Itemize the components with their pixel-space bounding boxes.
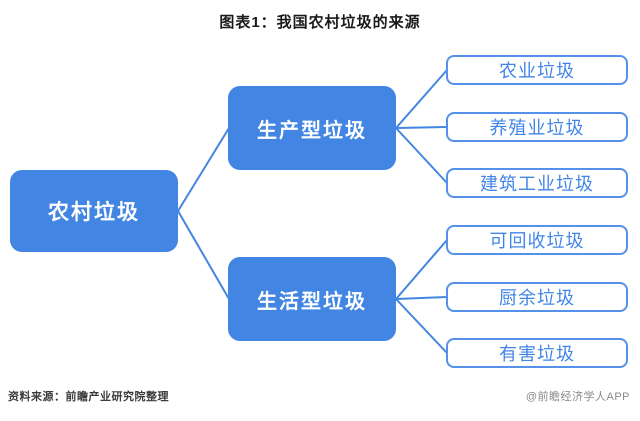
connector-living-kitchen xyxy=(395,296,448,300)
connector-living-recyclable xyxy=(395,239,448,300)
node-construction-waste: 建筑工业垃圾 xyxy=(446,168,628,198)
connector-production-agriculture xyxy=(395,69,448,129)
connector-root-production xyxy=(177,127,230,212)
connector-living-hazardous xyxy=(395,298,448,354)
node-recyclable-waste: 可回收垃圾 xyxy=(446,225,628,255)
connector-root-living xyxy=(177,210,230,300)
connector-production-breeding xyxy=(395,126,448,129)
node-living-waste: 生活型垃圾 xyxy=(228,257,396,341)
node-hazardous-waste: 有害垃圾 xyxy=(446,338,628,368)
source-note: 资料来源：前瞻产业研究院整理 xyxy=(8,391,169,403)
node-agriculture-waste: 农业垃圾 xyxy=(446,55,628,85)
connector-production-construction xyxy=(395,127,448,184)
page-title: 图表1：我国农村垃圾的来源 xyxy=(219,14,421,31)
watermark: @前瞻经济学人APP xyxy=(525,391,630,403)
node-breeding-waste: 养殖业垃圾 xyxy=(446,112,628,142)
node-kitchen-waste: 厨余垃圾 xyxy=(446,282,628,312)
node-rural-waste: 农村垃圾 xyxy=(10,170,178,252)
node-production-waste: 生产型垃圾 xyxy=(228,86,396,170)
